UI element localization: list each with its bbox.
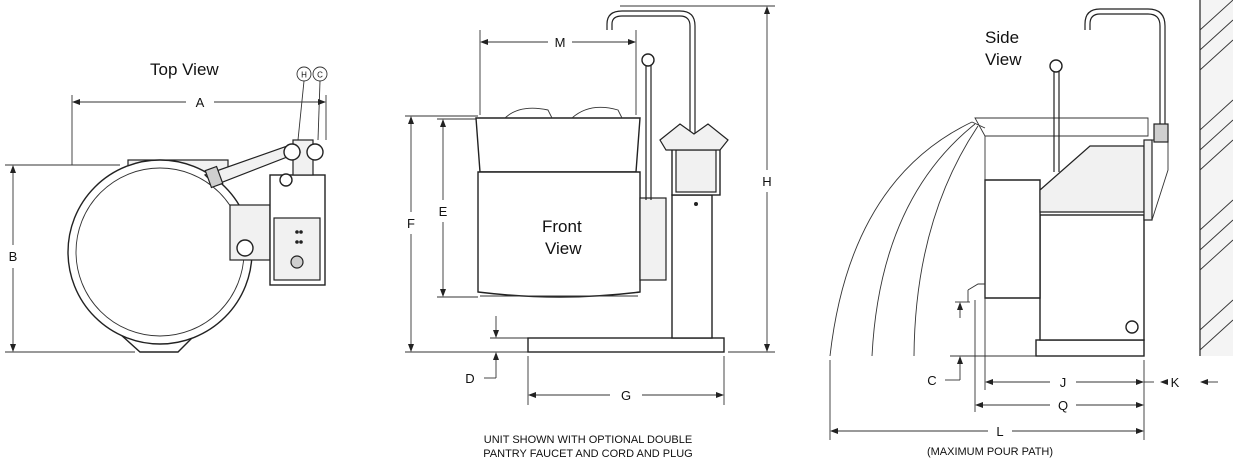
dimension-h-label: H <box>762 174 771 189</box>
dimension-d-label: D <box>465 371 474 386</box>
dimension-b: B <box>5 164 135 353</box>
dimension-g-label: G <box>621 388 631 403</box>
dimension-f: F <box>405 115 528 353</box>
front-view-title-line1: Front <box>542 217 582 236</box>
front-view-caption-line1: UNIT SHOWN WITH OPTIONAL DOUBLE <box>484 434 692 446</box>
dimension-a-label: A <box>196 95 205 110</box>
side-view-title-line1: Side <box>985 28 1019 47</box>
dimension-f-label: F <box>407 216 415 231</box>
dimension-k-label: K <box>1171 375 1180 390</box>
top-view-kettle <box>67 139 326 353</box>
dimension-q: Q <box>974 300 1144 413</box>
side-view-pour-path <box>829 121 986 357</box>
callout-h: H <box>301 71 307 80</box>
dimension-j-label: J <box>1060 375 1067 390</box>
dimension-h: H <box>620 5 775 353</box>
dimension-c-label: C <box>927 373 936 388</box>
side-view-kettle <box>967 8 1169 357</box>
side-view-title-line2: View <box>985 50 1022 69</box>
dimension-k: K <box>1144 375 1218 390</box>
dimension-c: C <box>927 301 1036 388</box>
dimension-b-label: B <box>9 249 18 264</box>
dimension-l: L (MAXIMUM POUR PATH) <box>829 360 1144 458</box>
front-view: M H F E <box>405 5 775 460</box>
dimension-e-label: E <box>439 204 448 219</box>
front-view-kettle <box>475 10 729 353</box>
dimension-l-label: L <box>996 424 1003 439</box>
dimension-e: E <box>437 118 478 298</box>
callout-c: C <box>317 71 323 80</box>
dimension-g: G <box>527 356 725 405</box>
dimension-m-label: M <box>555 35 566 50</box>
front-view-caption-line2: PANTRY FAUCET AND CORD AND PLUG <box>483 448 692 460</box>
dimension-q-label: Q <box>1058 398 1068 413</box>
top-view: Top View H C A B <box>5 60 328 353</box>
top-view-title: Top View <box>150 60 219 79</box>
top-view-callouts: H C <box>296 66 328 141</box>
dimension-d: D <box>465 316 528 386</box>
dimension-m: M <box>479 30 637 115</box>
side-view: Side View <box>829 0 1233 458</box>
dimension-j: J <box>984 300 1145 440</box>
dimension-a: A <box>71 95 327 165</box>
side-view-caption: (MAXIMUM POUR PATH) <box>927 446 1053 458</box>
side-view-wall <box>1199 0 1233 356</box>
front-view-title-line2: View <box>545 239 582 258</box>
